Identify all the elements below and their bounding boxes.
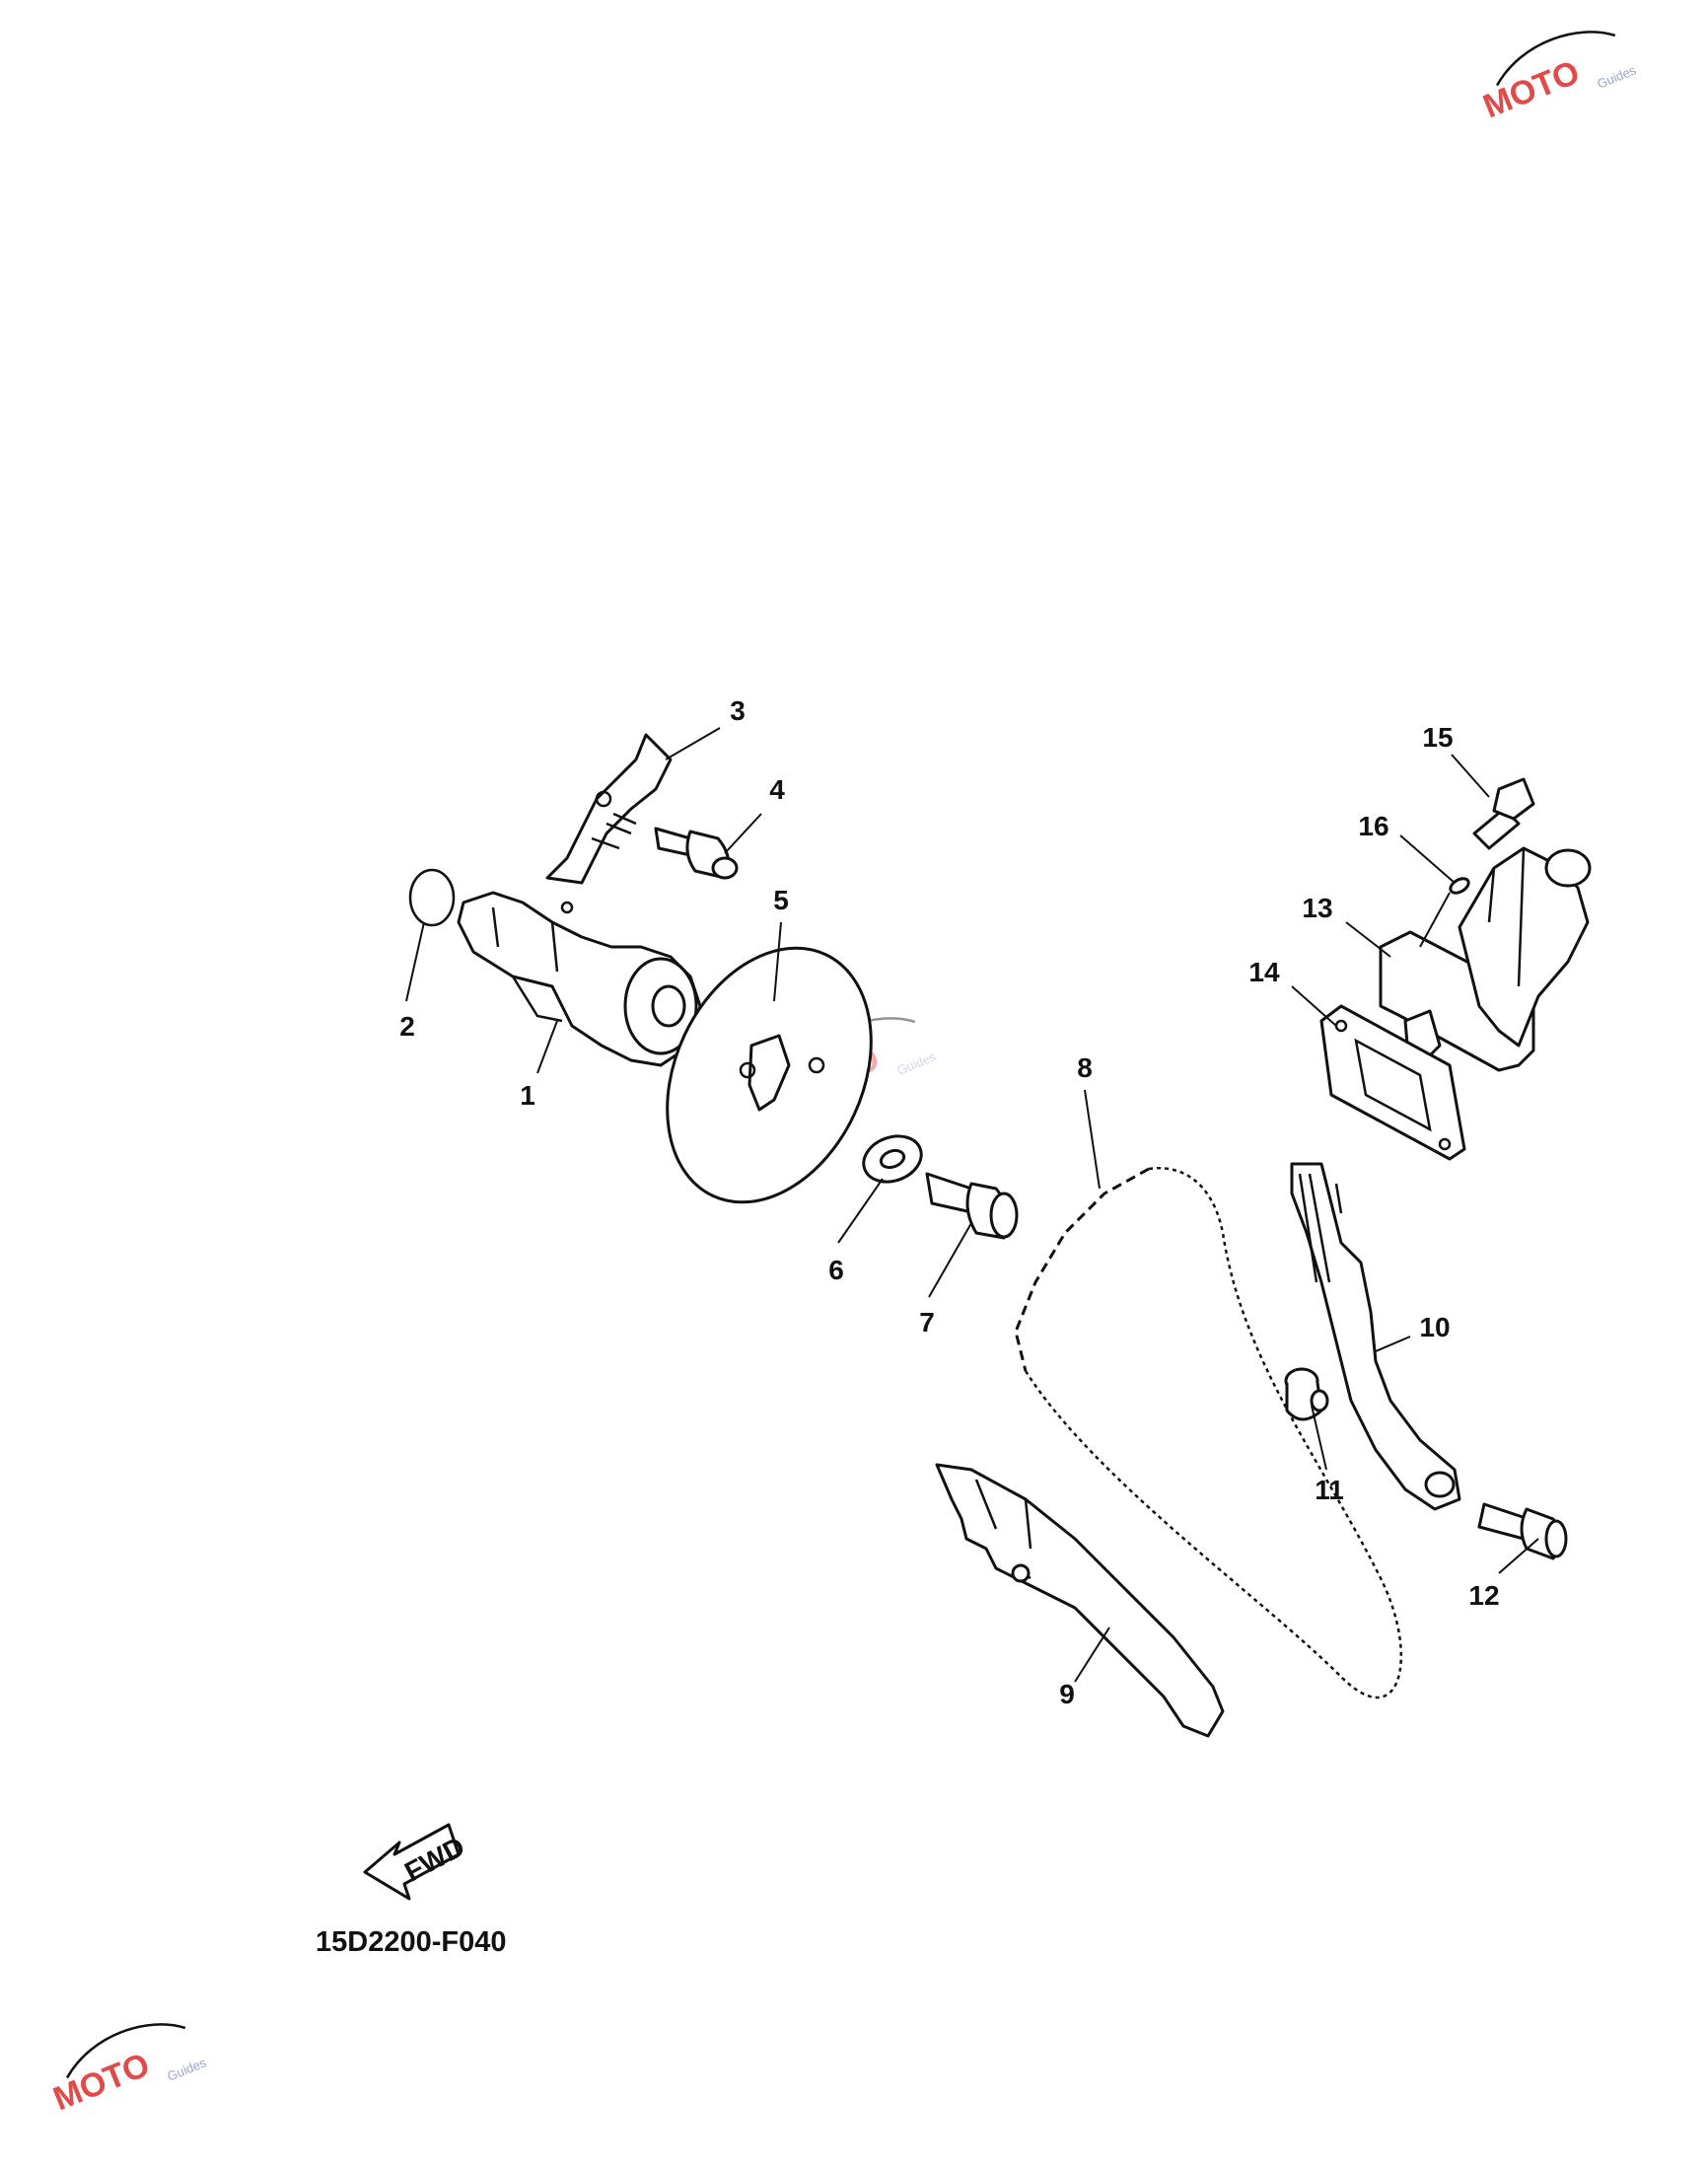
- plate-bracket-part: [545, 733, 673, 885]
- tensioner-body-part: [1379, 846, 1592, 1072]
- chain-guide-part: [935, 1463, 1225, 1738]
- diagram-code: 15D2200-F040: [316, 1926, 506, 1958]
- watermark-brand: MOTO: [1478, 53, 1585, 125]
- o-ring-part: [408, 868, 456, 927]
- watermark-top-right: MOTO Guides: [1478, 31, 1639, 125]
- callout-3: 3: [730, 695, 746, 726]
- callout-10: 10: [1419, 1312, 1450, 1342]
- fwd-arrow: FWD: [363, 1823, 469, 1901]
- watermark-bottom-left: MOTO Guides: [48, 2023, 209, 2118]
- bolt-15-part: [1472, 777, 1535, 850]
- camshaft-part: [457, 891, 702, 1067]
- callout-7: 7: [919, 1307, 935, 1338]
- watermark-sub: Guides: [165, 2055, 208, 2084]
- callout-13: 13: [1302, 893, 1332, 923]
- bolt-7-part: [925, 1172, 1019, 1240]
- callout-5: 5: [773, 885, 789, 915]
- callout-labels: 1 2 3 4 5 6 7 8 9 10 11 12 13 14 15 16: [399, 695, 1499, 1709]
- callout-6: 6: [828, 1255, 844, 1285]
- leader-lines: [405, 727, 1539, 1683]
- callout-2: 2: [399, 1011, 415, 1042]
- callout-14: 14: [1248, 957, 1280, 987]
- collar-part: [1284, 1367, 1329, 1421]
- decompressor-plate-part: [666, 946, 873, 1204]
- callout-15: 15: [1422, 722, 1453, 753]
- callout-12: 12: [1468, 1580, 1499, 1611]
- callout-16: 16: [1358, 811, 1388, 841]
- callout-11: 11: [1315, 1475, 1344, 1505]
- washer-16-part: [1449, 877, 1470, 895]
- watermark-brand: MOTO: [48, 2046, 155, 2118]
- callout-8: 8: [1077, 1052, 1093, 1083]
- callout-4: 4: [769, 774, 785, 805]
- bolt-4-part: [654, 827, 739, 880]
- bolt-12-part: [1477, 1502, 1568, 1560]
- gasket-part: [1319, 1004, 1466, 1161]
- watermark-sub: Guides: [1595, 62, 1638, 92]
- tensioner-guide-part: [1290, 1162, 1461, 1511]
- washer-part: [862, 1134, 923, 1184]
- cam-chain-part: [1014, 1167, 1403, 1700]
- callout-1: 1: [520, 1080, 535, 1111]
- callout-9: 9: [1059, 1679, 1075, 1709]
- watermark-sub: Guides: [894, 1049, 938, 1078]
